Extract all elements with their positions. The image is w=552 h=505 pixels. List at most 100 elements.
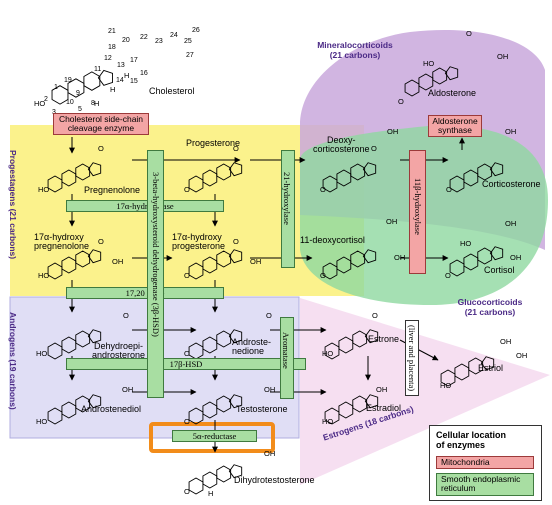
deoxycorticosterone-line1: Deoxy- [327, 135, 356, 145]
glucocorticoids-carbons: (21 carbons) [464, 306, 516, 317]
carbon-number: 26 [192, 27, 200, 34]
atom-o: O [445, 271, 451, 280]
corticosterone-structure [449, 162, 504, 193]
atom-o: O [98, 144, 104, 153]
hsd3b-box [147, 150, 164, 398]
atom-oh: OH [264, 385, 276, 394]
dht-structure [188, 464, 243, 495]
atom-o: O [233, 144, 239, 153]
dht-label: Dihydrotestosterone [234, 475, 315, 485]
deoxycorticosterone-line2: corticosterone [313, 144, 370, 155]
carbon-number: 24 [170, 32, 178, 39]
atom-o: O [123, 311, 129, 320]
liver-placenta-label: (liver and placenta) [407, 325, 417, 392]
androgens-label: Androgens (19 carbons) [8, 312, 18, 410]
atom-oh: OH [376, 385, 388, 394]
deoxycorticosterone-structure [322, 162, 377, 193]
enzyme-location-legend: Cellular location of enzymes Mitochondri… [429, 425, 542, 501]
carbon-number: 10 [66, 99, 74, 106]
carbon-number: 27 [186, 52, 194, 59]
atom-ho: HO [460, 239, 472, 248]
cholesterol-label: Cholesterol [149, 86, 195, 96]
atom-o: O [371, 144, 377, 153]
atom-h: H [208, 489, 214, 498]
carbon-number: 3 [52, 109, 56, 116]
hydroxyprogesterone-line1: 17α-hydroxy [172, 232, 222, 242]
hsd17b-box: 17β-HSD [66, 358, 306, 370]
estrogens-region [300, 298, 550, 485]
legend-title: Cellular location of enzymes [436, 430, 506, 451]
atom-o: O [320, 185, 326, 194]
dhea-structure [47, 329, 102, 360]
atom-oh: OH [510, 253, 522, 262]
atom-oh: OH [394, 253, 406, 262]
carbon-number: 20 [122, 37, 130, 44]
progestagens-label: Progestagens (21 carbons) [8, 150, 18, 260]
deoxycortisol-structure [322, 249, 377, 280]
aromatase-label: Aromatase [281, 332, 291, 369]
atom-ho: HO [36, 417, 48, 426]
scc-line2: cleavage enzyme [67, 123, 135, 133]
androstenedione-line2: nedione [232, 346, 265, 357]
carbon-number: 23 [155, 38, 163, 45]
hydroxypregnenolone-line1: 17α-hydroxy [34, 232, 84, 242]
atom-ho: HO [38, 271, 50, 280]
atom-o: O [184, 185, 190, 194]
atom-ho: HO [322, 417, 334, 426]
aldosterone-structure [404, 66, 459, 97]
atom-o: O [184, 417, 190, 426]
atom-oh: OH [497, 52, 509, 61]
atom-o: O [320, 271, 326, 280]
carbon-number: 15 [130, 78, 138, 85]
atom-ho: HO [38, 185, 50, 194]
androstenediol-label: Androstenediol [81, 404, 142, 414]
androstenedione-label: Androste- nedione [232, 337, 272, 357]
aromatase-box [280, 317, 294, 399]
carbon-number: 22 [140, 34, 148, 41]
atom-h: H [110, 85, 116, 94]
carbon-number: 17 [130, 57, 138, 64]
estrone-structure [324, 329, 379, 360]
carbon-number: 12 [104, 55, 112, 62]
hydroxypregnenolone-label: 17α-hydroxy pregnenolone [34, 232, 90, 252]
glucocorticoids-title: Glucocorticoids [457, 297, 523, 307]
liver-placenta-box [405, 320, 419, 396]
legend-title-line2: of enzymes [436, 440, 486, 451]
estradiol-structure [324, 394, 379, 425]
deoxycorticosterone-label: Deoxy- corticosterone [313, 135, 370, 155]
estrone-label: Estrone [368, 334, 400, 344]
dhea-line2: androsterone [92, 350, 146, 361]
aldosterone-synthase-box: Aldosterone synthase [428, 115, 482, 137]
reductase5a-box: 5α-reductase [172, 430, 257, 442]
atom-oh: OH [387, 127, 399, 136]
atom-oh: OH [250, 257, 262, 266]
carbon-number: 18 [108, 44, 116, 51]
atom-o: O [98, 237, 104, 246]
atom-o: O [233, 237, 239, 246]
dhea-label: Dehydroepi- androsterone [92, 341, 146, 361]
mineralocorticoids-label: Mineralocorticoids (21 carbons) [300, 40, 410, 61]
hydroxypregnenolone-line2: pregnenolone [34, 241, 90, 252]
legend-ser-line1: Smooth endoplasmic [441, 474, 521, 484]
pregnenolone-structure [47, 162, 102, 193]
testosterone-structure [188, 394, 243, 425]
scc-enzyme-box: Cholesterol side-chain cleavage enzyme [53, 113, 149, 135]
carbon-number: 19 [64, 77, 72, 84]
carbon-number: 11 [94, 66, 102, 73]
atom-ho: HO [36, 349, 48, 358]
atom-o: O [184, 487, 190, 496]
hydroxylase17a-box: 17α-hydroxylase [66, 200, 224, 212]
carbon-number: 25 [184, 38, 192, 45]
androstenedione-line1: Androste- [232, 337, 272, 347]
androstenediol-structure [47, 394, 102, 425]
pregnenolone-label: Pregnenolone [84, 185, 141, 195]
cholesterol-structure [51, 69, 113, 105]
progesterone-label: Progesterone [186, 138, 241, 148]
dhea-line1: Dehydroepi- [94, 341, 144, 351]
atom-ho: HO [322, 349, 334, 358]
legend-ser: Smooth endoplasmic reticulum [436, 473, 534, 496]
hydroxyprogesterone-label: 17α-hydroxy progesterone [172, 232, 225, 252]
corticosterone-label: Corticosterone [482, 179, 541, 189]
carbon-number: 1 [54, 84, 58, 91]
